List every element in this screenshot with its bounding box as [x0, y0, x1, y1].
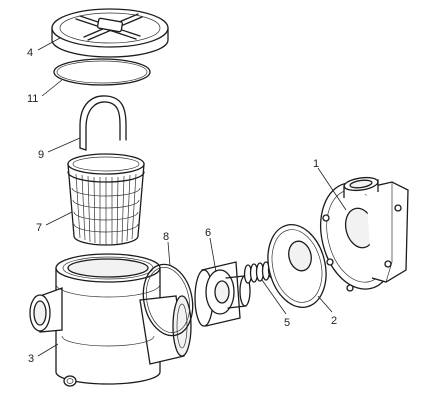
basket-handle: [79, 95, 127, 151]
label-diffuser-plate: 2: [331, 315, 337, 327]
pump-housing: [29, 253, 192, 387]
label-basket: 7: [36, 222, 42, 234]
diffuser-plate: [267, 224, 327, 308]
impeller: [194, 261, 251, 327]
label-volute: 1: [313, 158, 319, 170]
label-spring: 5: [284, 317, 290, 329]
lid-seal: [53, 58, 151, 86]
lid: [51, 8, 169, 58]
label-impeller: 6: [205, 227, 211, 239]
part-labels: 4 11 9 7 3 8 6 5 2 1: [27, 47, 337, 365]
label-basket-handle: 9: [38, 149, 44, 161]
label-lid: 4: [27, 47, 33, 59]
label-pump-housing: 3: [28, 353, 34, 365]
label-lid-seal: 11: [27, 93, 38, 105]
leader-lines: [37, 37, 347, 357]
volute: [320, 176, 409, 292]
housing-gasket: [142, 263, 194, 337]
label-housing-gasket: 8: [163, 231, 169, 243]
strainer-basket: [67, 153, 145, 246]
